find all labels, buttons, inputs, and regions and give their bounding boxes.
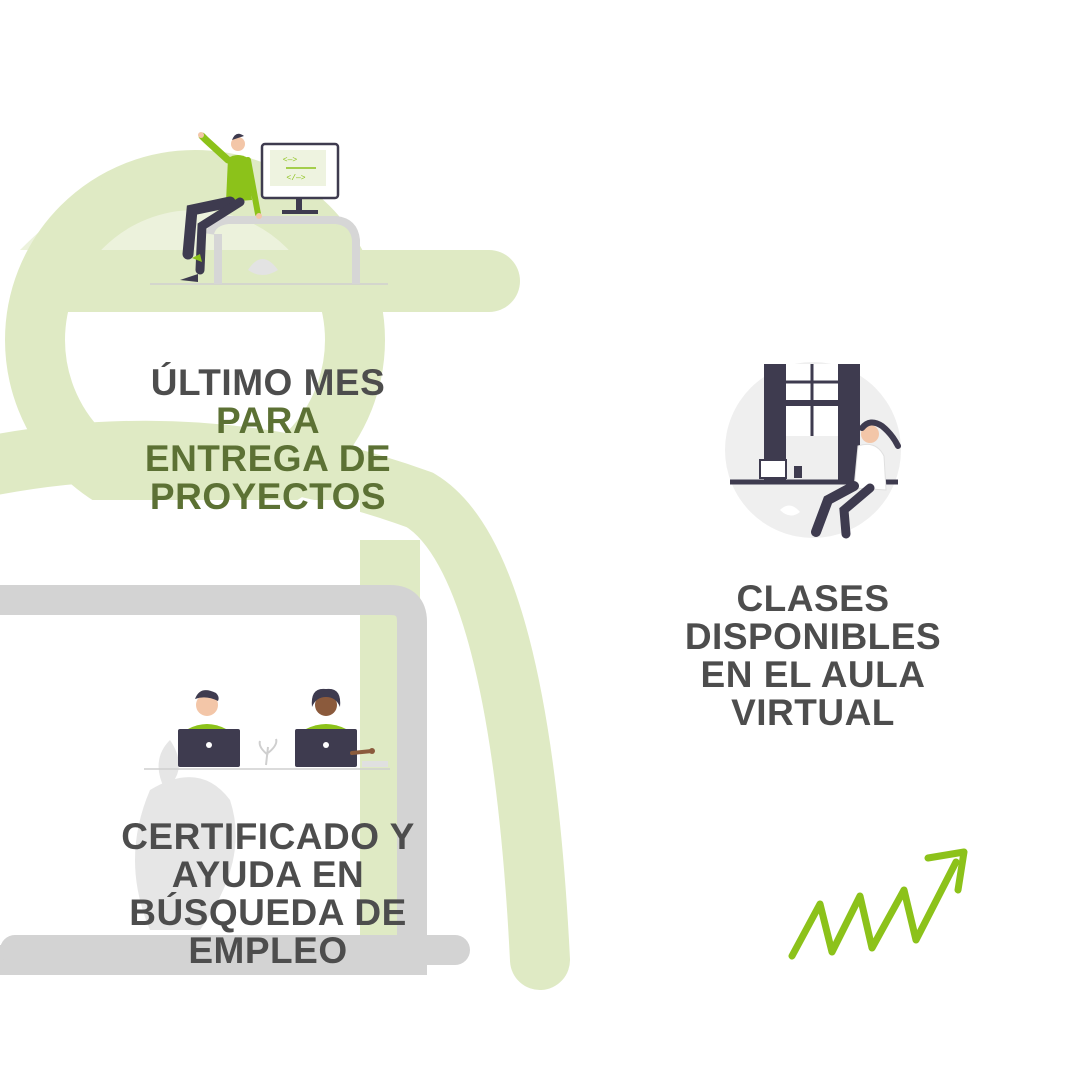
- block-line: EMPLEO: [188, 930, 348, 971]
- block-line: ENTREGA DE: [144, 438, 392, 479]
- block-line: ÚLTIMO MES: [150, 362, 386, 403]
- text-block-certificado: CERTIFICADO Y AYUDA EN BÚSQUEDA DE EMPLE…: [90, 818, 446, 970]
- monitor-code-line-2: </—>: [286, 174, 305, 183]
- block-line: CLASES: [736, 578, 890, 619]
- text-block-proyectos: ÚLTIMO MES PARA ENTREGA DE PROYECTOS: [110, 364, 426, 516]
- two-people-with-laptops-illustration: [144, 688, 390, 770]
- block-line: PROYECTOS: [149, 476, 387, 517]
- block-line: DISPONIBLES: [684, 616, 942, 657]
- block-line: BÚSQUEDA DE: [129, 892, 407, 933]
- monitor-code-line-1: <—>: [283, 156, 298, 165]
- block-line: PARA: [215, 400, 321, 441]
- text-block-aula-virtual: CLASES DISPONIBLES EN EL AULA VIRTUAL: [650, 580, 976, 732]
- developer-at-desk-illustration: <—> </—>: [150, 132, 388, 285]
- block-line: EN EL AULA: [700, 654, 926, 695]
- block-line: AYUDA EN: [171, 854, 365, 895]
- woman-at-window-desk-illustration: [725, 362, 901, 539]
- trend-arrow-icon: [788, 848, 968, 960]
- block-line: VIRTUAL: [731, 692, 895, 733]
- block-line: CERTIFICADO Y: [121, 816, 415, 857]
